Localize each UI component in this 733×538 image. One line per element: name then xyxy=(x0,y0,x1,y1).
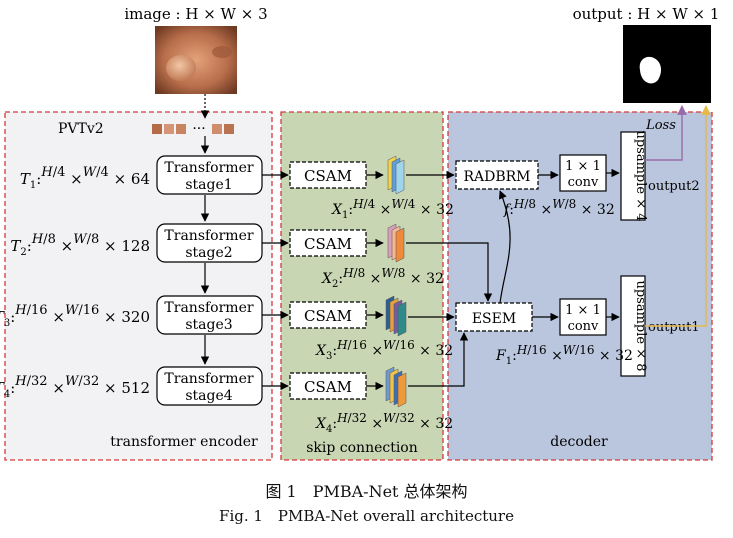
feature-stack-x1 xyxy=(387,155,405,195)
upsample-x4-block: upsample × 4 xyxy=(620,130,648,222)
decoder-section-label: decoder xyxy=(550,434,608,450)
arrow-output1-to-loss xyxy=(645,105,711,327)
backbone-label: PVTv2 xyxy=(58,121,104,137)
transformer-stage-1-title: Transformer xyxy=(164,160,253,176)
f-shape-label: f:H/8 ×W/8 × 32 xyxy=(503,197,615,218)
feature-stack-x4 xyxy=(385,366,407,408)
arrow-esem-to-radbrm xyxy=(498,190,511,304)
radbrm-block: RADBRM xyxy=(455,160,539,190)
csam-block-4: CSAM xyxy=(289,372,367,400)
architecture-diagram: image : H × W × 3 output : H × W × 1 PVT… xyxy=(0,5,720,461)
upsample-x8-block: upsample × 8 xyxy=(620,275,648,377)
x4-shape-label: X4:H/32 ×W/32 × 32 xyxy=(315,411,453,435)
figure-caption-chinese: 图 1 PMBA-Net 总体架构 xyxy=(265,482,468,501)
esem-label: ESEM xyxy=(472,311,516,327)
conv1x1-block-bottom: 1 × 1 conv xyxy=(559,298,607,336)
stage-4-shape-label: T4:H/32 ×W/32 × 512 xyxy=(0,374,150,400)
x3-shape-label: X3:H/16 ×W/16 × 32 xyxy=(315,338,453,362)
transformer-stage-4-title: Transformer xyxy=(164,371,253,387)
csam-block-2: CSAM xyxy=(289,229,367,257)
upsample-x4-label: upsample × 4 xyxy=(633,130,648,221)
transformer-stage-4-subtitle: stage4 xyxy=(185,388,232,404)
transformer-stage-2-subtitle: stage2 xyxy=(185,245,232,261)
f1-shape-label: F1:H/16 ×W/16 × 32 xyxy=(495,343,633,367)
csam-1-label: CSAM xyxy=(304,167,352,185)
esem-block: ESEM xyxy=(455,302,533,332)
csam-2-label: CSAM xyxy=(304,235,352,253)
radbrm-label: RADBRM xyxy=(463,169,530,185)
conv-top-name: conv xyxy=(568,175,599,190)
conv-bottom-name: conv xyxy=(568,319,599,334)
csam-block-3: CSAM xyxy=(289,301,367,329)
csam-3-label: CSAM xyxy=(304,307,352,325)
upsample-x8-label: upsample × 8 xyxy=(633,280,648,371)
stage-1-shape-label: T1:H/4 ×W/4 × 64 xyxy=(20,165,150,191)
arrow-x4-to-esem xyxy=(408,332,469,387)
output-label: output : H × W × 1 xyxy=(573,5,720,23)
csam-4-label: CSAM xyxy=(304,378,352,396)
figure-caption-english: Fig. 1 PMBA-Net overall architecture xyxy=(219,507,514,525)
stage-3-shape-label: T3:H/16 ×W/16 × 320 xyxy=(0,303,150,329)
input-label: image : H × W × 3 xyxy=(124,5,267,23)
output1-label: output1 xyxy=(648,320,700,335)
arrow-output2-to-loss xyxy=(645,105,687,161)
stage-1: T1:H/4 ×W/4 × 64 Transformer stage1 xyxy=(20,155,263,195)
loss-label: Loss xyxy=(645,118,676,133)
input-endoscopy-image xyxy=(155,26,237,94)
skip-section-label: skip connection xyxy=(306,440,418,456)
stage-3: T3:H/16 ×W/16 × 320 Transformer stage3 xyxy=(0,295,263,335)
conv-top-kernel: 1 × 1 xyxy=(565,159,601,174)
conv1x1-block-top: 1 × 1 conv xyxy=(559,154,607,192)
feature-stack-x3 xyxy=(385,295,407,337)
stage-2-shape-label: T2:H/8 ×W/8 × 128 xyxy=(10,232,150,258)
x2-shape-label: X2:H/8 ×W/8 × 32 xyxy=(321,266,444,290)
output-mask-image xyxy=(623,25,711,103)
x1-shape-label: X1:H/4 ×W/4 × 32 xyxy=(331,197,454,221)
conv-bottom-kernel: 1 × 1 xyxy=(565,303,601,318)
stage-2: T2:H/8 ×W/8 × 128 Transformer stage2 xyxy=(10,223,263,263)
output2-label: output2 xyxy=(648,179,700,194)
transformer-stage-1-subtitle: stage1 xyxy=(185,177,232,193)
svg-text:···: ··· xyxy=(192,121,205,137)
arrow-x2-to-esem xyxy=(406,242,493,302)
transformer-stage-2-title: Transformer xyxy=(164,228,253,244)
feature-stack-x2 xyxy=(387,223,405,263)
transformer-stage-3-subtitle: stage3 xyxy=(185,317,232,333)
transformer-stage-3-title: Transformer xyxy=(164,300,253,316)
encoder-section-label: transformer encoder xyxy=(110,434,258,450)
stage-4: T4:H/32 ×W/32 × 512 Transformer stage4 xyxy=(0,366,263,406)
image-patches: ··· xyxy=(152,121,234,137)
csam-block-1: CSAM xyxy=(289,161,367,189)
